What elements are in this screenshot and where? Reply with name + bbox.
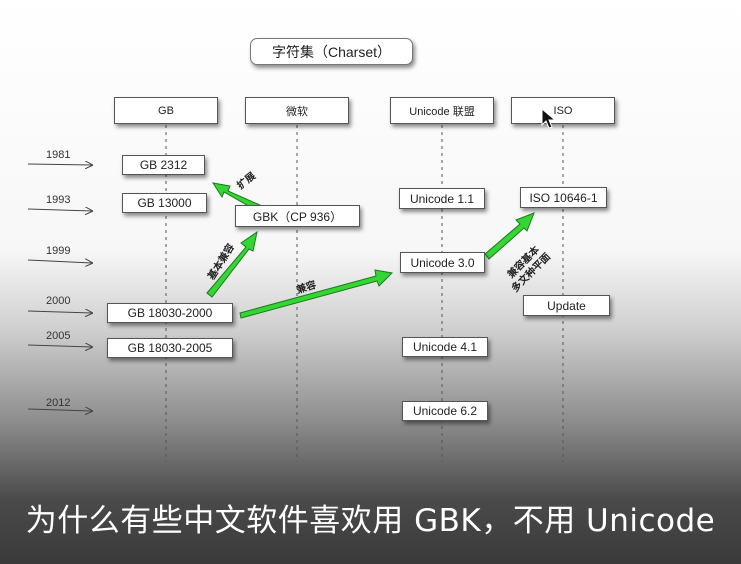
- box-unicode-3-0: Unicode 3.0: [400, 252, 485, 273]
- column-header-microsoft: 微软: [245, 97, 349, 124]
- green-arrow-basic-compat: [206, 230, 258, 298]
- box-update: Update: [523, 295, 610, 316]
- box-unicode-1-1: Unicode 1.1: [399, 188, 485, 209]
- mouse-cursor-icon: [541, 108, 557, 129]
- video-caption: 为什么有些中文软件喜欢用 GBK，不用 Unicode: [25, 503, 716, 539]
- charset-title: 字符集（Charset）: [250, 38, 413, 65]
- year-arrow-2000: [27, 311, 92, 313]
- year-1999: 1999: [46, 245, 71, 257]
- year-arrow-1981: [27, 164, 92, 165]
- column-header-unicode: Unicode 联盟: [390, 97, 494, 124]
- box-gb-18030-2005: GB 18030-2005: [107, 338, 233, 358]
- year-2012: 2012: [46, 397, 71, 409]
- year-1993: 1993: [46, 194, 71, 206]
- column-header-gb: GB: [114, 97, 218, 124]
- year-1981: 1981: [46, 149, 71, 161]
- year-arrow-2012: [27, 409, 92, 411]
- box-gb-13000: GB 13000: [122, 193, 207, 213]
- year-arrow-1999: [27, 260, 92, 263]
- box-gbk: GBK（CP 936）: [235, 205, 360, 227]
- green-arrow-compat-multi: [484, 212, 535, 260]
- year-arrow-1993: [27, 209, 92, 211]
- box-gb-18030-2000: GB 18030-2000: [107, 303, 233, 323]
- box-iso-10646-1: ISO 10646-1: [520, 187, 607, 208]
- year-2000: 2000: [46, 295, 71, 307]
- column-header-iso: ISO: [511, 97, 615, 124]
- green-arrow-compat: [239, 269, 394, 319]
- year-arrow-2005: [27, 345, 92, 347]
- box-unicode-6-2: Unicode 6.2: [402, 401, 488, 421]
- year-2005: 2005: [46, 330, 71, 342]
- box-unicode-4-1: Unicode 4.1: [402, 337, 488, 357]
- box-gb-2312: GB 2312: [122, 155, 205, 175]
